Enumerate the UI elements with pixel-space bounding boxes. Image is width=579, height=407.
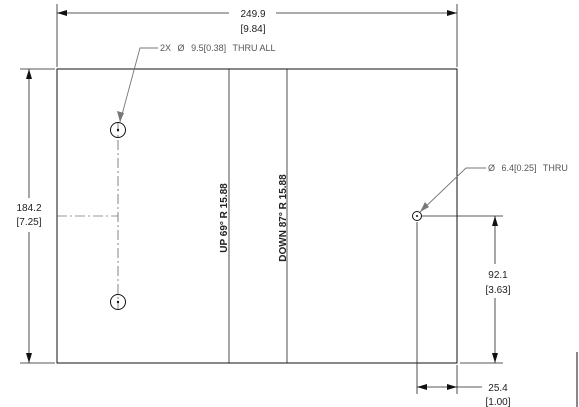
diameter-icon: Ø — [178, 43, 185, 53]
hole-offset-alt-value: [1.00] — [485, 397, 510, 407]
hole-pair-note-prefix: 2X — [160, 43, 171, 53]
width-value: 249.9 — [240, 9, 265, 20]
height-arrow-bottom — [26, 353, 32, 363]
diameter-icon: Ø — [488, 163, 495, 173]
hole-pair-leader-arrow — [117, 111, 124, 122]
small-hole-note: Ø 6.4[0.25] THRU — [488, 163, 568, 173]
hole-height-arrow-top — [492, 216, 498, 226]
hole-upper — [110, 122, 126, 138]
bend-down-note: DOWN 87° R 15.88 — [278, 174, 289, 262]
hole-lower-center — [116, 300, 120, 304]
hole-pair-note-alt: [0.38] — [204, 43, 227, 53]
hole-offset-arrow-left — [417, 384, 427, 390]
width-arrow-left — [57, 10, 67, 16]
small-hole-leader — [419, 167, 486, 213]
small-hole-note-value: 6.4 — [502, 163, 515, 173]
height-value: 184.2 — [16, 203, 41, 214]
hole-height-alt-value: [3.63] — [485, 285, 510, 296]
hole-offset-arrow-right — [447, 384, 457, 390]
hole-offset-value: 25.4 — [488, 383, 508, 394]
small-hole-leader-arrow — [420, 202, 429, 212]
small-hole-note-alt: [0.25] — [514, 163, 537, 173]
hole-pair-note-suffix: THRU ALL — [232, 43, 275, 53]
hole-upper-center — [116, 128, 120, 132]
bend-up-note: UP 69° R 15.88 — [219, 183, 230, 253]
width-alt-value: [9.84] — [240, 24, 265, 35]
height-arrow-top — [26, 69, 32, 79]
hole-pair-note-value: 9.5 — [191, 43, 204, 53]
hole-pair-note: 2X Ø 9.5[0.38] THRU ALL — [160, 43, 275, 53]
small-hole-note-suffix: THRU — [543, 163, 568, 173]
hole-height-arrow-bottom — [492, 353, 498, 363]
hole-height-value: 92.1 — [488, 270, 508, 281]
width-arrow-right — [447, 10, 457, 16]
hole-lower — [110, 294, 126, 310]
small-hole-center — [416, 215, 418, 217]
hole-pair-leader — [119, 47, 158, 123]
small-hole — [412, 211, 422, 221]
height-alt-value: [7.25] — [16, 217, 41, 228]
